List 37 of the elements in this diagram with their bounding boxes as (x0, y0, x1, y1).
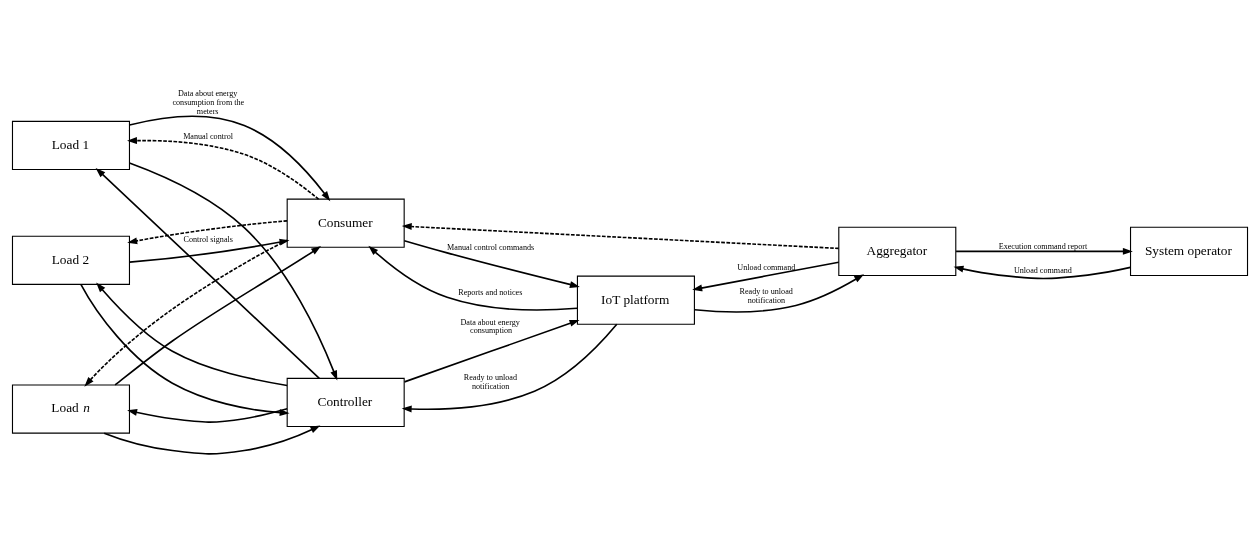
arrow (128, 115, 331, 201)
edge-label: Data about energy consumption (460, 317, 520, 335)
arrow (692, 260, 840, 291)
node-box: Consumer (286, 198, 405, 248)
node-box: Load 1 (11, 120, 131, 170)
arrow (955, 247, 1133, 255)
edge-label: Unload command (1013, 265, 1072, 275)
node-box: Load n (11, 383, 131, 434)
arrow (368, 245, 579, 311)
arrow (114, 245, 322, 386)
arrow (403, 239, 580, 288)
edge-label: Unload command (737, 262, 796, 272)
arrow (80, 283, 290, 416)
edge-label: Manual control commands (447, 242, 535, 252)
arrow (127, 407, 288, 423)
arrow (127, 136, 320, 200)
node-box: Load 2 (11, 235, 131, 285)
arrow (401, 222, 840, 249)
arrow (103, 424, 321, 455)
arrow (403, 319, 580, 383)
edge-label: Ready to unload notification (463, 372, 518, 391)
edge-label: Manual control (183, 131, 234, 141)
arrow (953, 265, 1132, 279)
edge-label: Data about energy consumption from the meters (172, 88, 245, 116)
edge-label: Execution command report (998, 241, 1088, 251)
node-box: System operator (1129, 226, 1249, 276)
edge-label: Reports and notices (458, 287, 523, 297)
arrow (96, 282, 288, 386)
node-box: IoT platform (576, 275, 695, 325)
arrow (128, 161, 338, 380)
arrow (95, 167, 321, 379)
node-box: Aggregator (838, 226, 957, 276)
edge-label: Ready to unload notification (739, 286, 793, 305)
arrow (693, 273, 865, 313)
edge-label: Control signals (183, 234, 233, 244)
arrow (401, 323, 618, 412)
node-box: Controller (286, 377, 405, 427)
